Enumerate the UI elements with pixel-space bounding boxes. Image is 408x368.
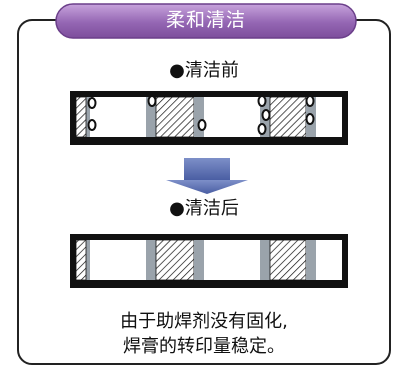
note-line-2: 焊膏的转印量稳定。 <box>123 336 285 357</box>
title-tab <box>55 3 357 39</box>
after-cleaning-label: ●清洁后 <box>169 198 239 219</box>
stencil-after <box>70 234 348 288</box>
flux-residue <box>87 95 315 135</box>
before-cleaning-label: ●清洁前 <box>169 60 239 81</box>
down-arrow-icon <box>166 158 248 194</box>
note-line-1: 由于助焊剂没有固化, <box>120 311 288 332</box>
panel-title: 柔和清洁 <box>165 9 246 31</box>
stencil-before <box>70 91 348 145</box>
